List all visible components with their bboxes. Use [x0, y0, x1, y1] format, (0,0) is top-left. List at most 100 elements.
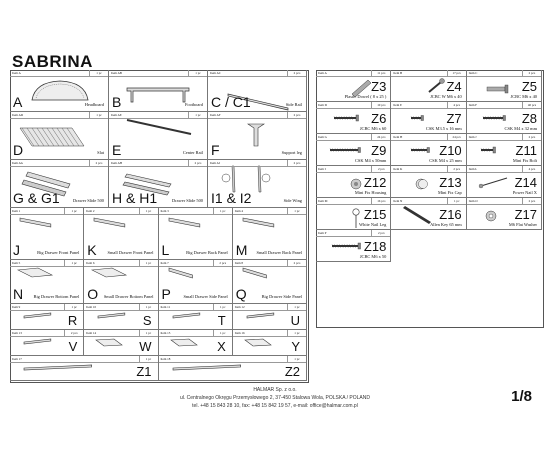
item-code: Item E: [393, 102, 402, 107]
part-description: Mini Fix Housing: [354, 190, 387, 195]
item-code: Item 3: [160, 208, 169, 213]
item-quantity: 2 pcs: [287, 260, 306, 266]
item-quantity: 24 pcs: [446, 134, 466, 140]
part-drawing-icon: [126, 87, 190, 103]
part-letter: Z6: [371, 110, 387, 126]
left-part-cell: Item 17 1 pc Z1: [10, 356, 159, 381]
part-drawing-icon: [172, 312, 200, 319]
part-letter: R: [67, 313, 78, 328]
part-drawing-icon: [169, 338, 198, 347]
item-quantity: 2 pcs: [521, 198, 541, 204]
document-title: SABRINA: [12, 52, 93, 71]
cell-header: Item C 2 pcs: [466, 70, 541, 77]
part-letter: F: [211, 142, 220, 158]
part-letter: Z18: [363, 238, 387, 254]
part-letter: W: [139, 339, 152, 354]
item-quantity: 1 pc: [138, 208, 158, 214]
cell-header: Item A 1 pc: [10, 70, 108, 77]
item-code: Item 9: [12, 304, 21, 309]
left-part-cell: Item 14 1 pc W: [84, 330, 159, 356]
item-quantity: 1 pc: [89, 112, 108, 118]
part-letter: N: [13, 286, 24, 302]
hardware-drawing-icon: [403, 206, 432, 224]
item-quantity: 2 pcs: [89, 160, 108, 166]
cell-header: Item 11 1 pc: [158, 304, 232, 311]
cell-header: Item P 2 pcs: [316, 230, 391, 237]
cell-header: Item H 24 pcs: [391, 134, 466, 141]
part-letter: Z8: [521, 110, 537, 126]
item-code: Item O: [468, 198, 478, 203]
cell-header: Item AC 2 pcs: [208, 70, 306, 77]
part-drawing-icon: [95, 338, 124, 347]
left-part-cell: Item 13 2 pcs V: [10, 330, 85, 356]
item-code: Item H: [393, 134, 403, 139]
item-code: Item 15: [160, 330, 171, 335]
item-code: Item K: [393, 166, 403, 171]
item-quantity: 2 pcs: [287, 112, 306, 118]
item-quantity: 2 pcs: [287, 160, 306, 166]
part-description: Side Wing: [283, 198, 302, 203]
part-description: Support leg: [281, 150, 302, 155]
part-letter: I1 & I2: [211, 190, 252, 206]
item-code: Item D: [318, 102, 327, 107]
left-part-cell: Item 16 1 pc Y: [232, 330, 307, 356]
part-description: Allen Key 65 mm: [430, 222, 462, 227]
part-letter: V: [68, 339, 78, 354]
part-letter: Z7: [446, 110, 462, 126]
item-code: Item 5: [12, 260, 21, 265]
cell-header: Item AI 2 pcs: [208, 160, 306, 167]
company-contact: tel. +48 15 843 28 10, fax: +48 15 842 1…: [192, 403, 358, 409]
part-drawing-icon: [21, 171, 71, 197]
part-description: CSK M4 x 25 mm: [429, 158, 462, 163]
part-letter: M: [235, 242, 248, 258]
cell-header: Item 3 1 pc: [158, 208, 232, 215]
part-drawing-icon: [23, 338, 52, 345]
left-part-cell: Item 11 1 pc T: [158, 304, 233, 330]
item-code: Item AG: [12, 160, 24, 165]
item-code: Item 17: [12, 356, 22, 361]
item-quantity: 1 pc: [64, 260, 83, 266]
part-letter: E: [112, 142, 122, 158]
part-drawing-icon: [93, 217, 126, 228]
part-description: Small Drawer Bottom Panel: [103, 294, 154, 299]
part-letter: Z5: [521, 78, 537, 94]
part-description: Small Drawer Side Panel: [183, 294, 228, 299]
hardware-drawing-icon: [331, 242, 361, 250]
part-drawing-icon: [122, 173, 172, 196]
item-quantity: 1 pc: [138, 260, 158, 266]
part-drawing-icon: [31, 80, 89, 101]
part-letter: L: [161, 242, 170, 258]
cell-header: Item J 2 pcs: [466, 134, 541, 141]
item-quantity: 1 pc: [64, 208, 83, 214]
item-quantity: 24 pcs: [371, 134, 390, 140]
item-quantity: 1 pc: [138, 356, 158, 362]
item-quantity: 1 pc: [138, 304, 158, 310]
part-description: Big Drawer Back Panel: [186, 250, 228, 255]
item-code: Item AI: [210, 160, 220, 165]
item-code: Item 4: [234, 208, 243, 213]
item-quantity: 40 pcs: [521, 102, 541, 108]
cell-header: Item G 24 pcs: [316, 134, 391, 141]
part-drawing-icon: [168, 267, 193, 279]
part-description: Mini Fix Cap: [437, 190, 462, 195]
part-letter: O: [87, 286, 99, 302]
item-code: Item 18: [160, 356, 171, 361]
item-code: Item 16: [234, 330, 245, 335]
cell-header: Item AF 2 pcs: [208, 112, 306, 119]
item-quantity: 1 pc: [212, 208, 232, 214]
item-quantity: 17 pcs: [446, 70, 466, 76]
cell-header: Item 10 1 pc: [84, 304, 158, 311]
cell-header: Item 17 1 pc: [10, 356, 158, 363]
item-code: Item B: [393, 70, 403, 75]
hardware-drawing-icon: [482, 115, 506, 121]
part-description: M6 Flat Washer: [508, 222, 537, 227]
part-drawing-icon: [23, 312, 52, 319]
part-drawing-icon: [242, 267, 267, 279]
